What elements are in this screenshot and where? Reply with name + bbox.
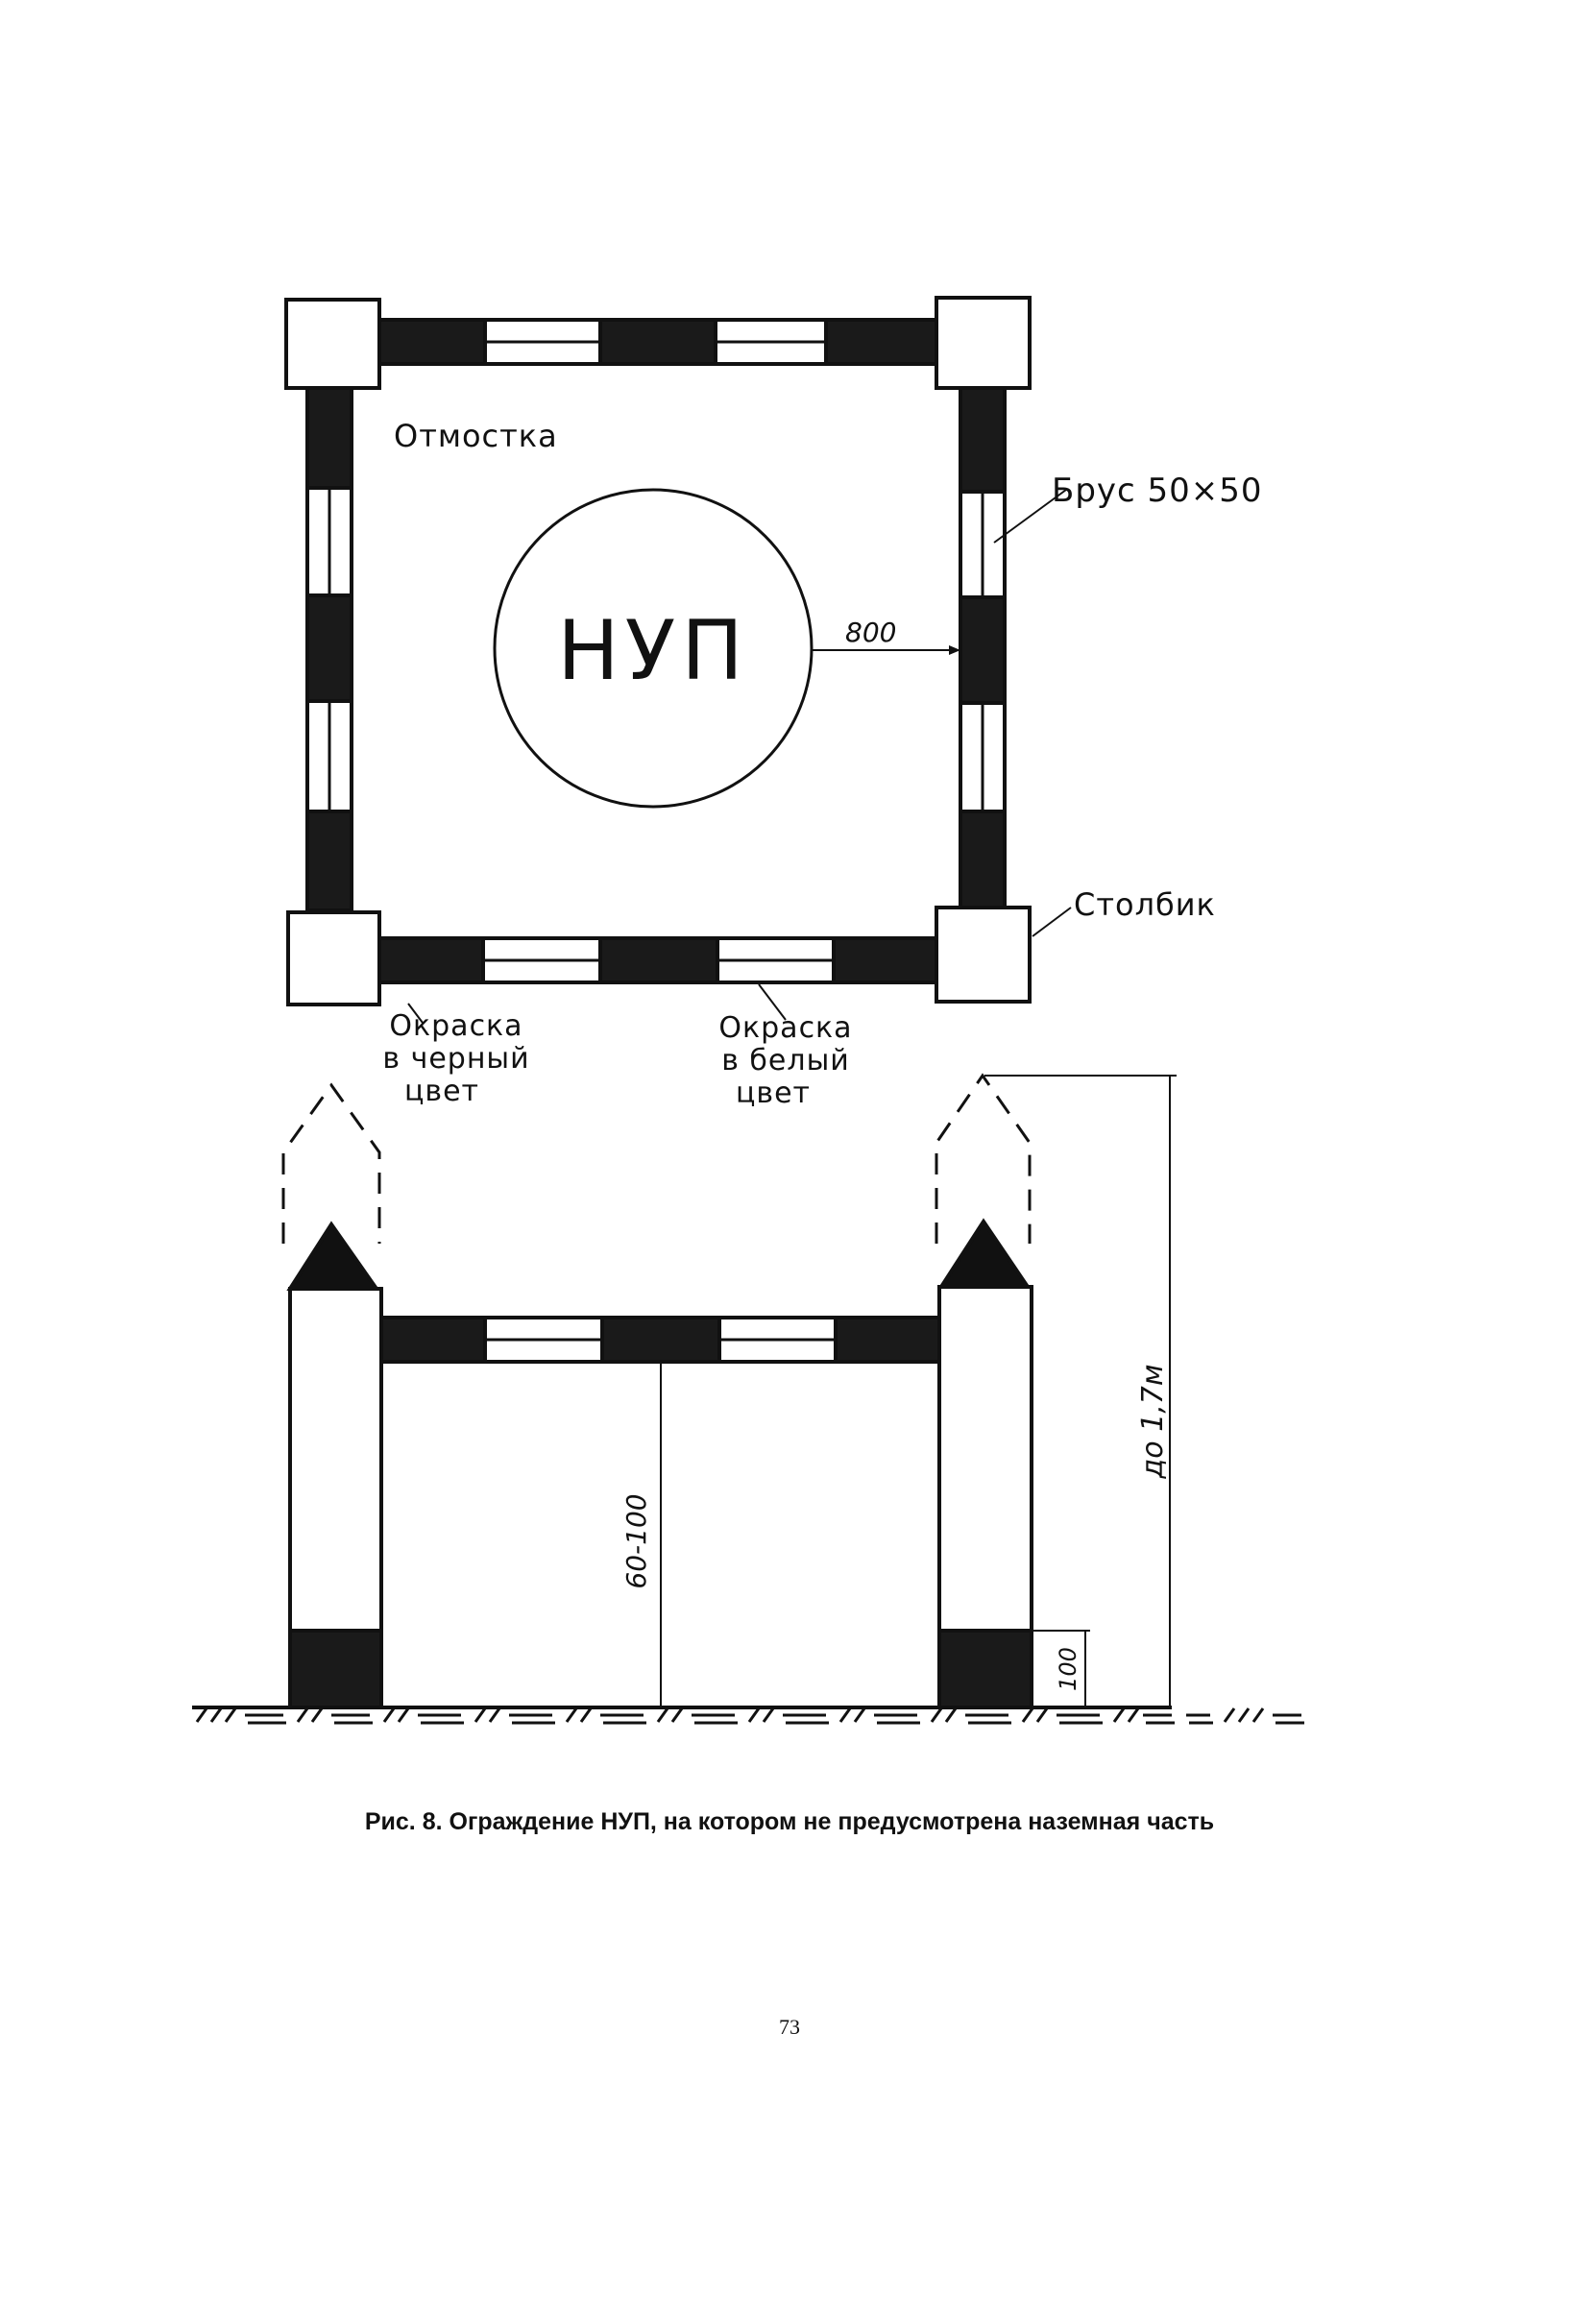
brus-label: Брус 50×50 xyxy=(1052,472,1263,510)
paint-black-line-3: цвет xyxy=(404,1075,479,1108)
dimension-800-label: 800 xyxy=(845,617,896,648)
leader-paint-black xyxy=(407,1003,424,1024)
post-extension-right xyxy=(935,1073,1032,1244)
plan-rail-top xyxy=(377,318,938,366)
dimension-1-7-label: до 1,7м xyxy=(1136,1365,1170,1480)
post-top-right xyxy=(935,296,1032,390)
post-bottom-right xyxy=(935,906,1032,1004)
elevation-post-left xyxy=(286,1221,383,1709)
paint-white-line-3: цвет xyxy=(736,1077,811,1110)
leader-brus xyxy=(993,489,1067,544)
post-bottom-left xyxy=(286,910,381,1006)
dimension-60-100-label: 60-100 xyxy=(620,1493,652,1588)
leader-paint-white xyxy=(758,983,787,1021)
post-extension-left xyxy=(281,1082,381,1244)
paint-white-line-1: Окраска xyxy=(718,1011,852,1045)
plan-rail-bottom xyxy=(377,936,938,984)
nup-label: НУП xyxy=(557,603,749,699)
plan-rail-right xyxy=(959,382,1007,912)
elevation-post-right xyxy=(937,1218,1033,1709)
post-top-left xyxy=(284,298,381,390)
page-number: 73 xyxy=(779,2015,800,2039)
elevation-view xyxy=(281,1073,1177,1709)
dimension-100-label: 100 xyxy=(1055,1647,1081,1691)
plan-view xyxy=(284,296,1072,1024)
dimension-800-arrow xyxy=(949,645,960,655)
paint-white-label: Окраска в белый цвет xyxy=(718,1011,852,1110)
otmostka-label: Отмостка xyxy=(394,418,558,454)
paint-white-line-2: в белый xyxy=(721,1044,850,1077)
plan-rail-left xyxy=(305,382,353,912)
paint-black-line-2: в черный xyxy=(382,1042,529,1076)
stolbik-label: Столбик xyxy=(1074,886,1216,923)
elevation-rail xyxy=(379,1316,941,1364)
ground-line xyxy=(192,1706,1304,1725)
paint-black-line-1: Окраска xyxy=(389,1009,522,1043)
paint-black-label: Окраска в черный цвет xyxy=(382,1009,529,1108)
figure-caption: Рис. 8. Ограждение НУП, на котором не пр… xyxy=(364,1808,1215,1835)
leader-stolbik xyxy=(1032,907,1072,937)
nup-circle xyxy=(493,488,814,809)
